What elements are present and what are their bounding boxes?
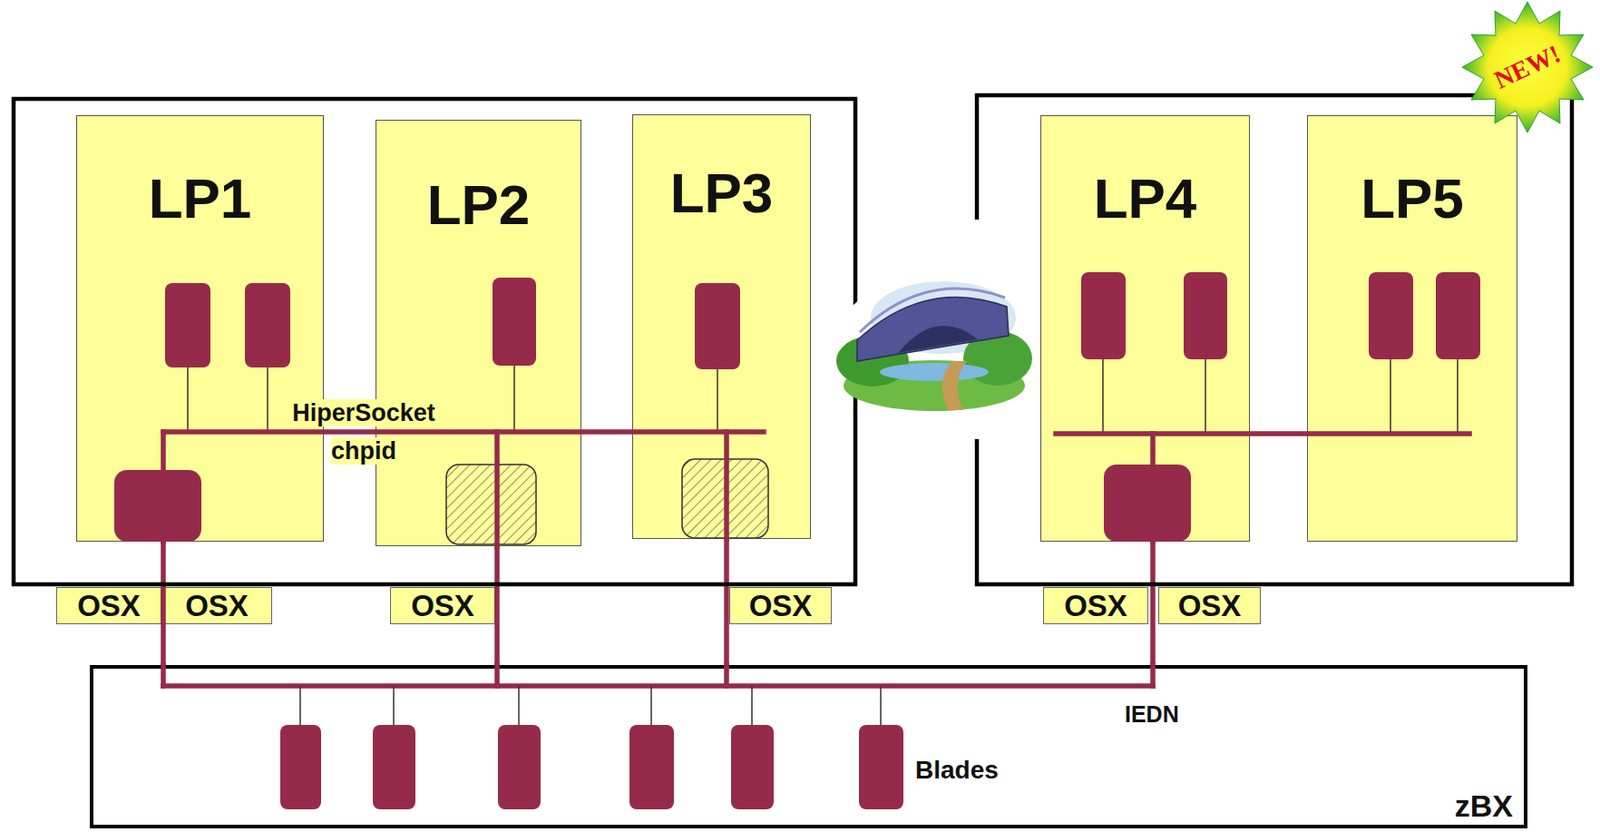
bridge-deck (857, 296, 1009, 361)
lpar-name: LP3 (670, 160, 774, 225)
bridge-background (835, 277, 1028, 409)
server-image (1368, 272, 1414, 360)
blades-label-holder: Blades (915, 755, 999, 785)
server-image (492, 277, 537, 366)
bridge-rail (859, 288, 1005, 332)
osx-chpid-box: OSX (1158, 586, 1261, 625)
blade-link (751, 685, 753, 725)
cec-frame (13, 98, 856, 585)
blade-link (299, 685, 302, 725)
iedn-connector (494, 546, 500, 665)
lpar-box: LP3 (632, 114, 811, 539)
bridge-bush (836, 335, 909, 387)
chpid-type: OSX (1063, 590, 1128, 621)
lpar-name: LP1 (148, 165, 253, 231)
blade (858, 724, 904, 810)
bridge-arch (897, 325, 978, 353)
bridge-water (879, 362, 989, 381)
hipersocket-bus (163, 429, 764, 435)
server-image (1081, 272, 1126, 360)
iedn-connector (723, 538, 730, 665)
zbx-frame: zBX (89, 664, 1528, 829)
chpid-type: OSX (77, 590, 141, 621)
lpar-box: LP2 (375, 119, 582, 547)
shared-adapter (446, 464, 537, 545)
new-starburst (1462, 1, 1593, 133)
blade-link (517, 685, 520, 725)
bridge-path (942, 360, 967, 410)
iedn-drop (723, 431, 730, 539)
osx-chpid-box: OSX (56, 586, 162, 625)
blade-link (650, 685, 653, 725)
new-badge-holder: NEW! (1490, 39, 1566, 95)
server-link (1204, 359, 1207, 434)
blade (731, 724, 774, 810)
iedn-drop (494, 431, 500, 547)
blade (497, 724, 541, 810)
cec-frame (976, 95, 1572, 585)
network-label: IEDN (1124, 701, 1180, 727)
hipersocket-bus (1055, 430, 1470, 437)
iedn-connector (1150, 541, 1156, 665)
lpar-name: LP5 (1360, 165, 1464, 231)
chpid-type: OSX (410, 590, 475, 621)
blade-link (392, 685, 395, 725)
network-label-holder: IEDN (1124, 701, 1180, 728)
osx-chpid-box: OSX (161, 586, 273, 625)
osx-chpid-box: OSX (729, 586, 832, 625)
blade (280, 724, 322, 810)
osx-adapter (1103, 464, 1191, 542)
blade (372, 724, 416, 810)
iedn-drop (723, 664, 730, 686)
server-link (716, 369, 719, 432)
iedn-drop (160, 431, 166, 542)
server-link (1102, 359, 1104, 434)
lpar-box: LP5 (1307, 115, 1518, 542)
lpar-box: LP1 (76, 115, 324, 542)
blade-links (300, 685, 881, 725)
server-image (244, 282, 291, 368)
hipersocket-label: HiperSocket chpid (292, 399, 436, 465)
bridge-sky (870, 281, 1016, 354)
iedn-drop (1150, 664, 1156, 686)
lpar-box: LP4 (1040, 115, 1250, 542)
lpar-name: LP4 (1093, 165, 1198, 231)
server-link (266, 367, 269, 432)
bridge-ground (843, 360, 1025, 411)
server-image (165, 282, 211, 368)
blade (629, 724, 674, 810)
bridge-illustration (835, 277, 1033, 411)
bridge-bush (963, 331, 1033, 386)
chpid-type: OSX (185, 590, 249, 621)
iedn-drop (494, 664, 500, 686)
shared-adapter (682, 458, 769, 538)
new-badge: NEW! (1490, 39, 1565, 94)
chpid-type: OSX (749, 590, 813, 621)
server-link (1389, 359, 1392, 434)
blades-label: Blades (915, 755, 999, 784)
iedn-bus (163, 682, 1153, 689)
osx-chpid-box: OSX (1043, 586, 1149, 625)
server-image (1183, 272, 1228, 360)
server-link (1456, 359, 1459, 434)
lpar-name: LP2 (427, 172, 531, 237)
hipersocket-label-holder: HiperSocket chpid (273, 393, 455, 470)
server-image (1435, 272, 1481, 360)
iedn-drop (1150, 433, 1156, 542)
server-image (694, 282, 741, 370)
blade-link (879, 685, 882, 725)
zbx-name: zBX (1454, 789, 1513, 823)
network-buses (163, 431, 1470, 686)
chpid-type: OSX (1178, 590, 1242, 621)
osx-adapter (114, 469, 202, 542)
server-link (513, 365, 516, 432)
iedn-connector (160, 541, 166, 665)
osx-chpid-box: OSX (390, 586, 496, 625)
iedn-drop (160, 664, 166, 686)
server-link (186, 367, 189, 432)
